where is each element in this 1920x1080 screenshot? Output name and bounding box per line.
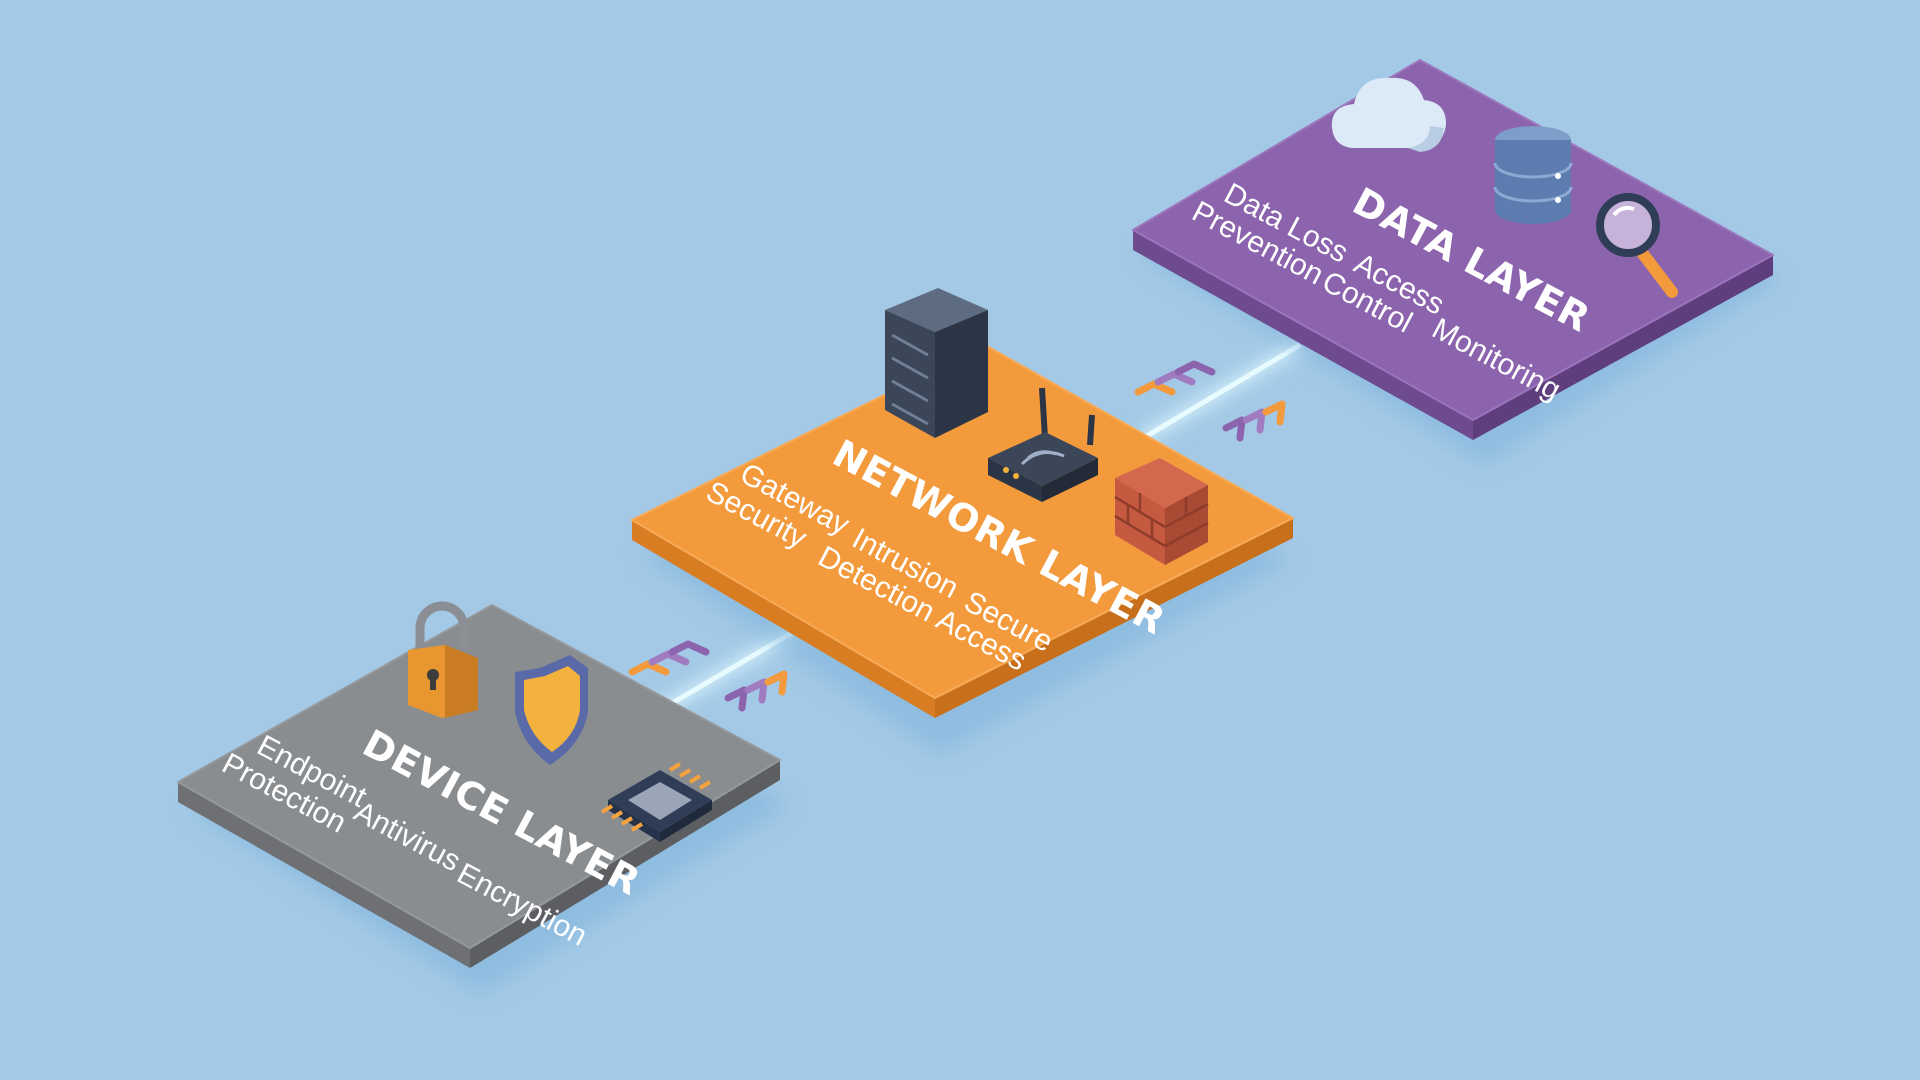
- arrows-up-network: [1134, 360, 1216, 396]
- arrows-down-device: [724, 670, 788, 712]
- device-layer-platform: DEVICE LAYER Endpoint Protection Antivir…: [177, 601, 790, 995]
- cloud-icon: [1331, 77, 1446, 152]
- magnifier-icon: [1596, 193, 1678, 298]
- firewall-icon: [1114, 458, 1209, 565]
- data-layer-platform: DATA LAYER Data Loss Prevention Access C…: [1132, 59, 1780, 465]
- arrows-down-network: [1222, 400, 1286, 442]
- server-rack-icon: [885, 288, 988, 438]
- wifi-router-icon: [988, 387, 1098, 502]
- padlock-icon: [408, 601, 478, 718]
- connector-network-data: [1134, 338, 1305, 447]
- microchip-icon: [600, 762, 712, 842]
- database-icon: [1493, 126, 1573, 224]
- network-layer-platform: NETWORK LAYER Gateway Security Intrusion…: [631, 288, 1294, 755]
- shield-icon: [515, 655, 588, 765]
- arrows-up-device: [628, 640, 710, 676]
